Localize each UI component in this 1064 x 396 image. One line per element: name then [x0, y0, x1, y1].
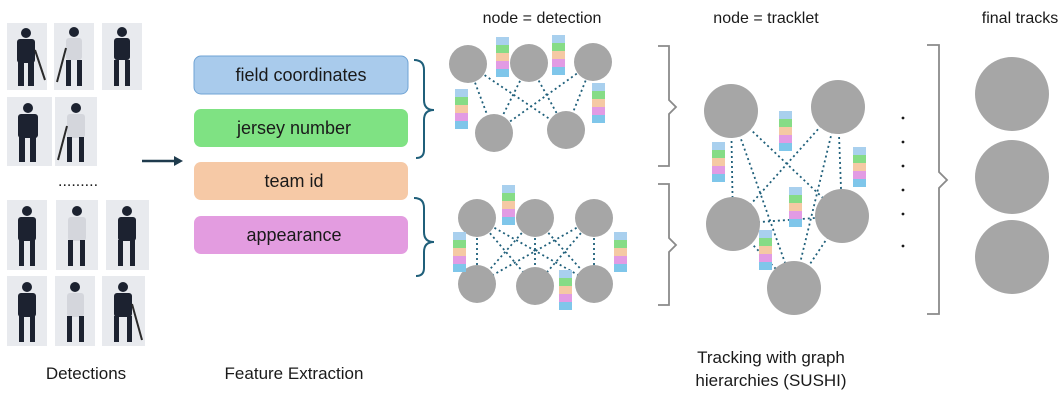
player-crop: [102, 276, 145, 346]
tracklet-node: [811, 80, 865, 134]
pipeline-arrow: [142, 156, 183, 166]
caption-tracking-line2: hierarchies (SUSHI): [695, 371, 846, 390]
tracklet-graph: [704, 80, 869, 315]
detection-node: [510, 44, 548, 82]
feature-stack: [559, 270, 572, 310]
player-crop: [7, 23, 47, 90]
final-track-node: [975, 220, 1049, 294]
feature-stack: [496, 37, 509, 77]
feature-stack: [853, 147, 866, 187]
caption-feature-extraction: Feature Extraction: [225, 364, 364, 383]
feature-box-team-id: [194, 162, 408, 200]
detections-ellipsis: .........: [58, 173, 98, 190]
feature-stack: [552, 35, 565, 75]
feature-stack: [759, 230, 772, 270]
feature-stack: [712, 142, 725, 182]
detection-node: [516, 199, 554, 237]
feature-stack: [502, 185, 515, 225]
feature-stack: [789, 187, 802, 227]
final-track-node: [975, 140, 1049, 214]
feature-label-field-coordinates: field coordinates: [235, 65, 366, 85]
brace-final-tracks: [927, 44, 949, 315]
feature-label-jersey-number: jersey number: [236, 118, 351, 138]
tracklet-node: [706, 197, 760, 251]
player-crop: [7, 97, 52, 166]
detection-node: [574, 43, 612, 81]
detection-node: [547, 111, 585, 149]
detection-node: [458, 199, 496, 237]
player-crop: [54, 23, 94, 90]
tracklet-node: [704, 84, 758, 138]
caption-detections: Detections: [46, 364, 126, 383]
player-crop: [7, 276, 47, 346]
detection-node: [575, 265, 613, 303]
detection-node: [458, 265, 496, 303]
header-tracklet-graph: node = tracklet: [713, 10, 819, 27]
detection-node: [449, 45, 487, 83]
feature-stacks: [453, 35, 866, 310]
player-crop: [55, 97, 97, 166]
feature-box-appearance: [194, 216, 408, 254]
brace-detection-bottom: [658, 183, 678, 306]
detection-node: [516, 267, 554, 305]
player-crop: [7, 200, 47, 270]
header-final-tracks: final tracks: [982, 10, 1058, 27]
feature-stack: [614, 232, 627, 272]
player-crop: [106, 200, 149, 270]
header-detection-graph: node = detection: [483, 10, 602, 27]
hierarchy-ellipsis: [901, 116, 905, 248]
tracklet-node: [815, 189, 869, 243]
detection-node: [475, 114, 513, 152]
final-tracks: [975, 57, 1049, 294]
player-crop: [56, 200, 98, 270]
detection-graph-bottom: [458, 199, 613, 305]
feature-to-graph-braces: [413, 59, 435, 277]
feature-stack: [455, 89, 468, 129]
feature-label-team-id: team id: [264, 171, 323, 191]
feature-label-appearance: appearance: [246, 225, 341, 245]
detection-node: [575, 199, 613, 237]
feature-stack: [592, 83, 605, 123]
feature-box-jersey-number: [194, 109, 408, 147]
feature-box-field-coordinates: [193, 55, 409, 95]
feature-stack: [779, 111, 792, 151]
player-crop: [55, 276, 95, 346]
brace-detection-top: [658, 45, 678, 167]
player-crop: [102, 23, 142, 90]
caption-tracking-line1: Tracking with graph: [697, 348, 845, 367]
final-track-node: [975, 57, 1049, 131]
detection-crops: .........: [7, 23, 149, 346]
feature-boxes: field coordinates jersey number team id …: [193, 55, 409, 254]
detection-graph-top: [449, 43, 612, 152]
feature-stack: [453, 232, 466, 272]
tracklet-node: [767, 261, 821, 315]
